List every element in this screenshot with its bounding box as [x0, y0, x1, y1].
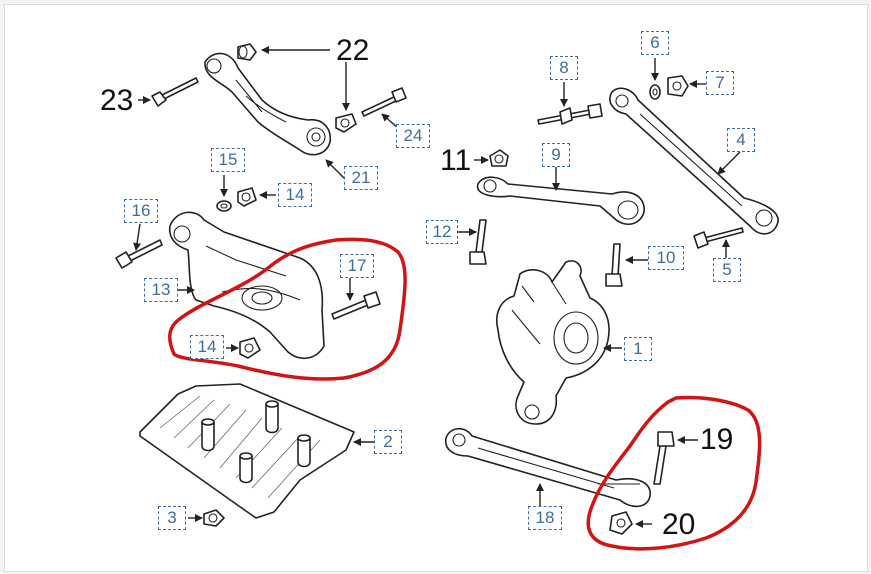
bolt-24	[361, 87, 407, 117]
washer-15	[216, 200, 232, 212]
bolt-5	[693, 227, 744, 249]
callout-4: 4	[727, 128, 755, 152]
callout-10: 10	[648, 246, 684, 270]
callout-2: 2	[374, 430, 402, 454]
callout-17: 17	[340, 254, 374, 278]
bolt-10	[605, 243, 623, 287]
callout-8: 8	[550, 56, 578, 80]
callout-12: 12	[426, 220, 458, 244]
nut-3	[203, 509, 225, 527]
callout-14-top: 14	[278, 183, 312, 207]
label-19: 19	[700, 423, 734, 456]
washer-6	[649, 84, 661, 100]
callout-14-bottom: 14	[190, 335, 224, 359]
callout-21: 21	[344, 166, 378, 190]
nut-20	[609, 511, 633, 535]
highlight-circle-right	[586, 395, 762, 551]
shield-2	[139, 383, 355, 519]
label-22: 22	[336, 34, 370, 67]
bolt-17	[331, 291, 381, 320]
bolt-8	[537, 103, 603, 125]
callout-13: 13	[144, 278, 178, 302]
callout-7: 7	[706, 71, 734, 95]
highlight-circle-left	[168, 237, 407, 381]
nut-14-bottom	[239, 337, 261, 359]
lower-link-18	[444, 427, 651, 508]
nut-7	[667, 75, 689, 97]
callout-24: 24	[396, 124, 430, 148]
callout-1: 1	[624, 337, 652, 361]
callout-9: 9	[542, 143, 570, 167]
nut-22	[237, 43, 257, 61]
callout-16: 16	[124, 199, 158, 223]
callout-18: 18	[528, 506, 562, 530]
nut-22b	[335, 113, 357, 133]
control-arm-4	[609, 87, 779, 235]
nut-11	[489, 149, 509, 167]
label-11: 11	[440, 144, 472, 177]
callout-5: 5	[713, 258, 741, 282]
label-20: 20	[662, 508, 696, 541]
bolt-19	[653, 431, 675, 485]
nut-14-top	[237, 187, 257, 207]
upper-control-arm-21	[204, 52, 332, 156]
callout-6: 6	[641, 31, 669, 55]
bolt-12	[469, 219, 487, 265]
callout-15: 15	[211, 148, 245, 172]
bolt-16	[115, 239, 163, 269]
knuckle-1	[496, 260, 610, 425]
callout-3: 3	[158, 506, 186, 530]
bracket-13	[168, 211, 325, 359]
label-23: 23	[100, 84, 134, 117]
link-9	[476, 176, 645, 225]
bolt-23	[151, 77, 199, 107]
